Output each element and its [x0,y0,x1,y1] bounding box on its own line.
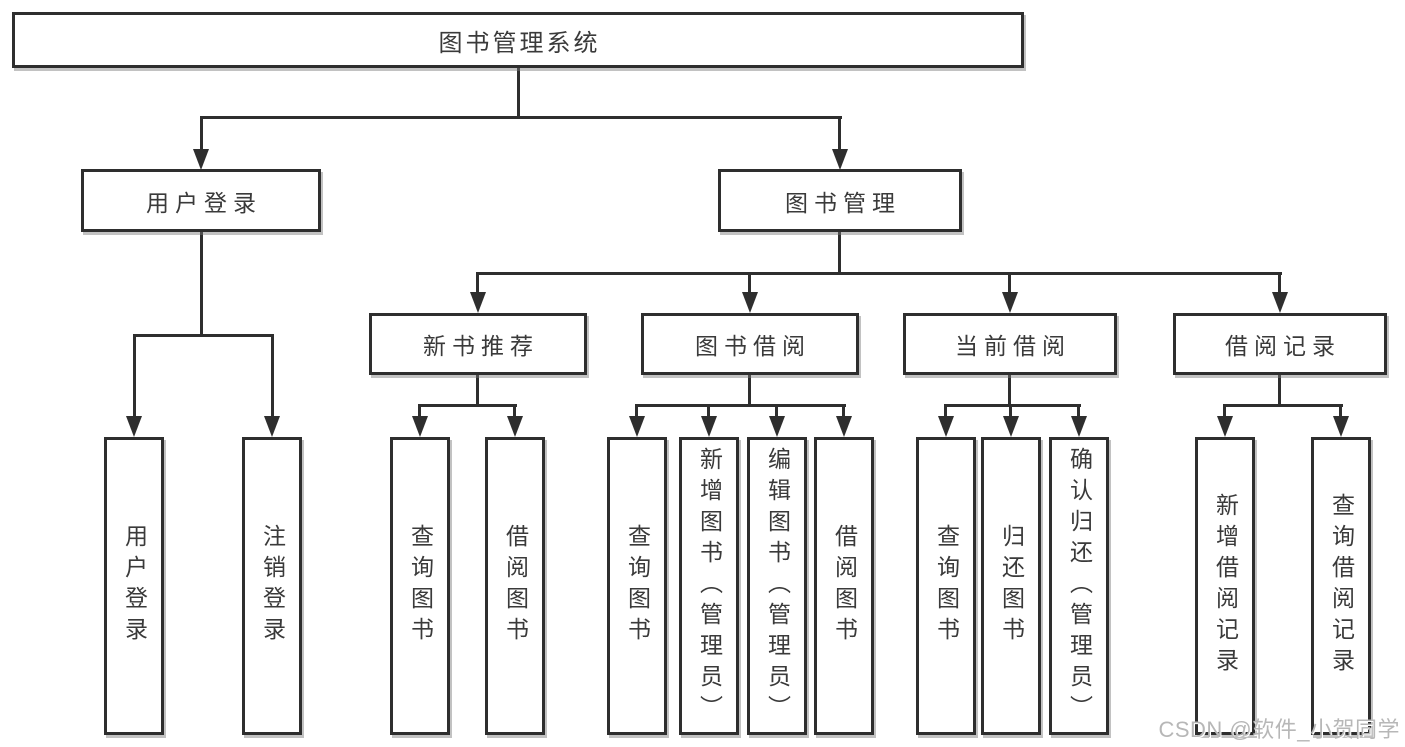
connector-stem [271,334,274,418]
node-borrowing-records-label: 借阅记录 [1225,333,1341,359]
connector-stem [418,404,421,418]
arrow-down-icon [507,416,523,437]
arrow-down-icon [1003,416,1019,437]
leaf-borrow-query-books-label: 查询图书 [624,524,651,648]
connector-records-bracket [1223,404,1343,407]
leaf-current-query-books: 查询图书 [916,437,976,735]
arrow-down-icon [832,149,848,170]
arrow-down-icon [1333,416,1349,437]
connector-recommend-bracket [418,404,517,407]
connector-current-stub [1008,375,1011,407]
leaf-records-query-record-label: 查询借阅记录 [1328,493,1355,679]
connector-current-bracket [944,404,1081,407]
arrow-down-icon [1217,416,1233,437]
node-user-login: 用户登录 [81,169,321,232]
connector-stem [748,272,751,292]
node-user-login-label: 用户登录 [146,189,262,216]
leaf-borrow-query-books: 查询图书 [607,437,667,735]
connector-level1-bracket [200,116,842,119]
node-borrowing-records: 借阅记录 [1173,313,1387,375]
node-book-management-label: 图书管理 [785,189,901,216]
node-new-book-recommendation-label: 新书推荐 [423,333,539,359]
arrow-down-icon [470,292,486,313]
leaf-borrow-edit-books-admin-label: 编辑图书（管理员） [764,446,791,726]
leaf-recommend-borrow-books: 借阅图书 [485,437,545,735]
connector-stem [1339,404,1342,418]
arrow-down-icon [629,416,645,437]
arrow-down-icon [938,416,954,437]
connector-stem [944,404,947,418]
connector-stem [200,116,203,152]
leaf-records-query-record: 查询借阅记录 [1311,437,1371,735]
leaf-recommend-query-books-label: 查询图书 [407,524,434,648]
connector-stem [1278,272,1281,292]
arrow-down-icon [1002,292,1018,313]
arrow-down-icon [1272,292,1288,313]
leaf-current-return-books: 归还图书 [981,437,1041,735]
leaf-recommend-query-books: 查询图书 [390,437,450,735]
leaf-logout-login: 注销登录 [242,437,302,735]
connector-stem [476,272,479,292]
connector-user-login-stub [200,232,203,337]
arrow-down-icon [769,416,785,437]
node-current-borrowing-label: 当前借阅 [955,333,1071,359]
arrow-down-icon [1071,416,1087,437]
node-root: 图书管理系统 [12,12,1024,68]
arrow-down-icon [264,416,280,437]
leaf-records-add-record: 新增借阅记录 [1195,437,1255,735]
leaf-current-return-books-label: 归还图书 [998,524,1025,648]
connector-stem [842,404,845,418]
arrow-down-icon [701,416,717,437]
leaf-user-login: 用户登录 [104,437,164,735]
connector-recommend-stub [476,375,479,407]
connector-stem [707,404,710,418]
connector-book-mgmt-stub [838,232,841,275]
arrow-down-icon [193,149,209,170]
arrow-down-icon [836,416,852,437]
leaf-borrow-add-books-admin-label: 新增图书（管理员） [696,446,723,726]
leaf-recommend-borrow-books-label: 借阅图书 [502,524,529,648]
connector-user-login-bracket [133,334,274,337]
connector-stem [775,404,778,418]
connector-stem [1223,404,1226,418]
node-book-borrowing-label: 图书借阅 [695,333,811,359]
leaf-current-confirm-return-admin-label: 确认归还（管理员） [1066,446,1093,726]
connector-stem [635,404,638,418]
connector-records-stub [1278,375,1281,407]
connector-root-stub [517,68,520,116]
leaf-user-login-label: 用户登录 [121,524,148,648]
arrow-down-icon [126,416,142,437]
connector-borrow-bracket [635,404,846,407]
node-book-management: 图书管理 [718,169,962,232]
leaf-borrow-edit-books-admin: 编辑图书（管理员） [747,437,807,735]
arrow-down-icon [412,416,428,437]
connector-stem [513,404,516,418]
leaf-borrow-borrow-books: 借阅图书 [814,437,874,735]
node-current-borrowing: 当前借阅 [903,313,1117,375]
connector-stem [133,334,136,418]
connector-stem [1077,404,1080,418]
leaf-logout-login-label: 注销登录 [259,524,286,648]
leaf-borrow-add-books-admin: 新增图书（管理员） [679,437,739,735]
node-root-label: 图书管理系统 [438,29,601,57]
leaf-borrow-borrow-books-label: 借阅图书 [831,524,858,648]
leaf-current-confirm-return-admin: 确认归还（管理员） [1049,437,1109,735]
csdn-watermark: CSDN @软件_小贺同学 [1158,717,1400,742]
leaf-current-query-books-label: 查询图书 [933,524,960,648]
connector-borrow-stub [748,375,751,407]
leaf-records-add-record-label: 新增借阅记录 [1212,493,1239,679]
node-new-book-recommendation: 新书推荐 [369,313,587,375]
node-book-borrowing: 图书借阅 [641,313,859,375]
connector-level3-bracket [476,272,1282,275]
connector-stem [838,116,841,152]
arrow-down-icon [742,292,758,313]
connector-stem [1009,404,1012,418]
connector-stem [1008,272,1011,292]
